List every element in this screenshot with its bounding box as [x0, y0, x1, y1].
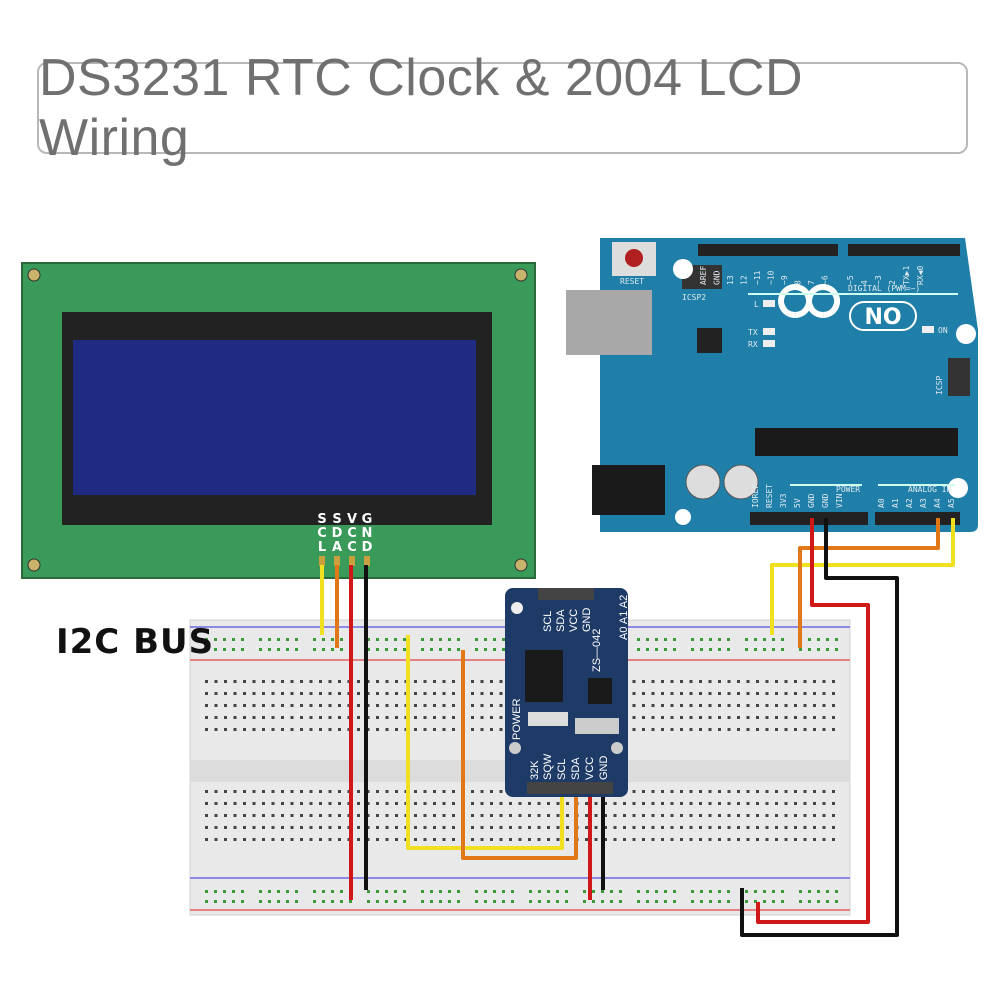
module-power-label: POWER	[511, 698, 523, 740]
wires	[320, 518, 955, 937]
module-top-pin-label: SCL	[542, 611, 554, 632]
lcd-pin-label-char: D	[332, 526, 343, 541]
digital-pin-label: 2	[888, 280, 897, 285]
power-pin-label: RESET	[765, 484, 774, 508]
module-top-pin-label: VCC	[568, 609, 580, 632]
led-on-label: ON	[938, 326, 948, 335]
lcd-pin-label-char: G	[362, 512, 373, 527]
digital-pin-label: ~11	[753, 270, 762, 285]
lcd-pin-label-char: S	[332, 512, 341, 527]
analog-pin-label: A2	[905, 498, 914, 508]
digital-pin-label: RX◀0	[916, 266, 925, 285]
module-model: ZS—042	[591, 629, 603, 672]
ds3231-module	[505, 588, 628, 797]
led-tx-label: TX	[748, 328, 758, 337]
lcd-screen	[73, 340, 476, 495]
analog-pin-label: A4	[933, 498, 942, 508]
analog-pin-label: A5	[947, 498, 956, 508]
digital-pin-label: ~6	[821, 275, 830, 285]
lcd-pin-label-char: C	[347, 540, 357, 555]
ds3231-labels: SCL SDA VCC GND ZS—042 A0 A1 A2 POWER 32…	[511, 595, 630, 780]
arduino-logo-text: NO	[864, 305, 901, 330]
icsp2-label: ICSP2	[682, 293, 706, 302]
power-pin-label: VIN	[835, 493, 844, 508]
module-bottom-pin-label: SCL	[556, 759, 568, 780]
module-top-pin-label: GND	[581, 608, 593, 633]
module-address: A0 A1 A2	[618, 595, 630, 640]
digital-pin-label: 12	[740, 275, 749, 285]
power-pin-label: GND	[807, 493, 816, 508]
module-bottom-pin-label: SQW	[542, 753, 554, 780]
digital-pin-label: ~3	[874, 275, 883, 285]
power-pin-label: 3V3	[779, 493, 788, 508]
analog-header-label: ANALOG IN	[908, 485, 952, 494]
digital-pin-label: 8	[794, 280, 803, 285]
digital-pin-label: TX▶1	[902, 266, 911, 285]
led-rx-label: RX	[748, 340, 758, 349]
reset-button[interactable]	[625, 249, 643, 267]
icsp-label: ICSP	[935, 376, 944, 395]
power-header-label: POWER	[836, 485, 860, 494]
module-top-pin-label: SDA	[555, 609, 567, 632]
led-l-label: L	[754, 300, 759, 309]
digital-label: DIGITAL (PWM=~)	[848, 284, 920, 293]
digital-pin-label: 13	[726, 275, 735, 285]
lcd-pin-label-char: C	[317, 526, 327, 541]
wire-sda-module	[461, 650, 578, 860]
wire-scl-module	[406, 635, 564, 850]
digital-pin-label: ~10	[767, 270, 776, 285]
i2c-bus-label: I2C BUS	[56, 622, 215, 662]
digital-pin-label: 4	[860, 280, 869, 285]
power-pin-label: GND	[821, 493, 830, 508]
digital-pin-label: ~9	[780, 275, 789, 285]
analog-pin-label: A0	[877, 498, 886, 508]
reset-label: RESET	[620, 277, 644, 286]
analog-pin-label: A3	[919, 498, 928, 508]
power-jack	[592, 465, 665, 515]
module-bottom-pin-label: GND	[598, 756, 610, 781]
module-bottom-pin-label: SDA	[570, 757, 582, 780]
module-bottom-pin-label: 32K	[529, 760, 541, 780]
digital-pin-label: ~5	[846, 275, 855, 285]
power-pin-label: 5V	[793, 498, 802, 508]
digital-pin-label: 7	[807, 280, 816, 285]
title-box: DS3231 RTC Clock & 2004 LCD Wiring	[37, 49, 968, 167]
digital-pin-label: GND	[713, 270, 722, 285]
lcd-pin-label-char: C	[347, 526, 357, 541]
lcd-pin-label-char: S	[317, 512, 326, 527]
lcd-pin-label-char: N	[362, 526, 373, 541]
module-bottom-pin-label: VCC	[584, 757, 596, 780]
wire-a4-sda	[798, 518, 940, 648]
usb-port	[566, 290, 652, 355]
diagram-title: DS3231 RTC Clock & 2004 LCD Wiring	[39, 49, 803, 167]
lcd-pin-label-char: A	[332, 540, 342, 555]
wire-gnd	[740, 518, 899, 937]
power-pin-label: IOREF	[751, 484, 760, 508]
wire-a5-scl	[770, 518, 955, 635]
lcd-pin-label-char: D	[362, 540, 373, 555]
lcd-pin-label-char: L	[318, 540, 326, 555]
atmega-chip	[755, 428, 958, 456]
wire-5v	[756, 518, 870, 924]
analog-pin-label: A1	[891, 498, 900, 508]
lcd-pin-label-char: V	[347, 512, 357, 527]
digital-pin-label: AREF	[699, 266, 708, 285]
arduino-uno	[566, 238, 978, 532]
